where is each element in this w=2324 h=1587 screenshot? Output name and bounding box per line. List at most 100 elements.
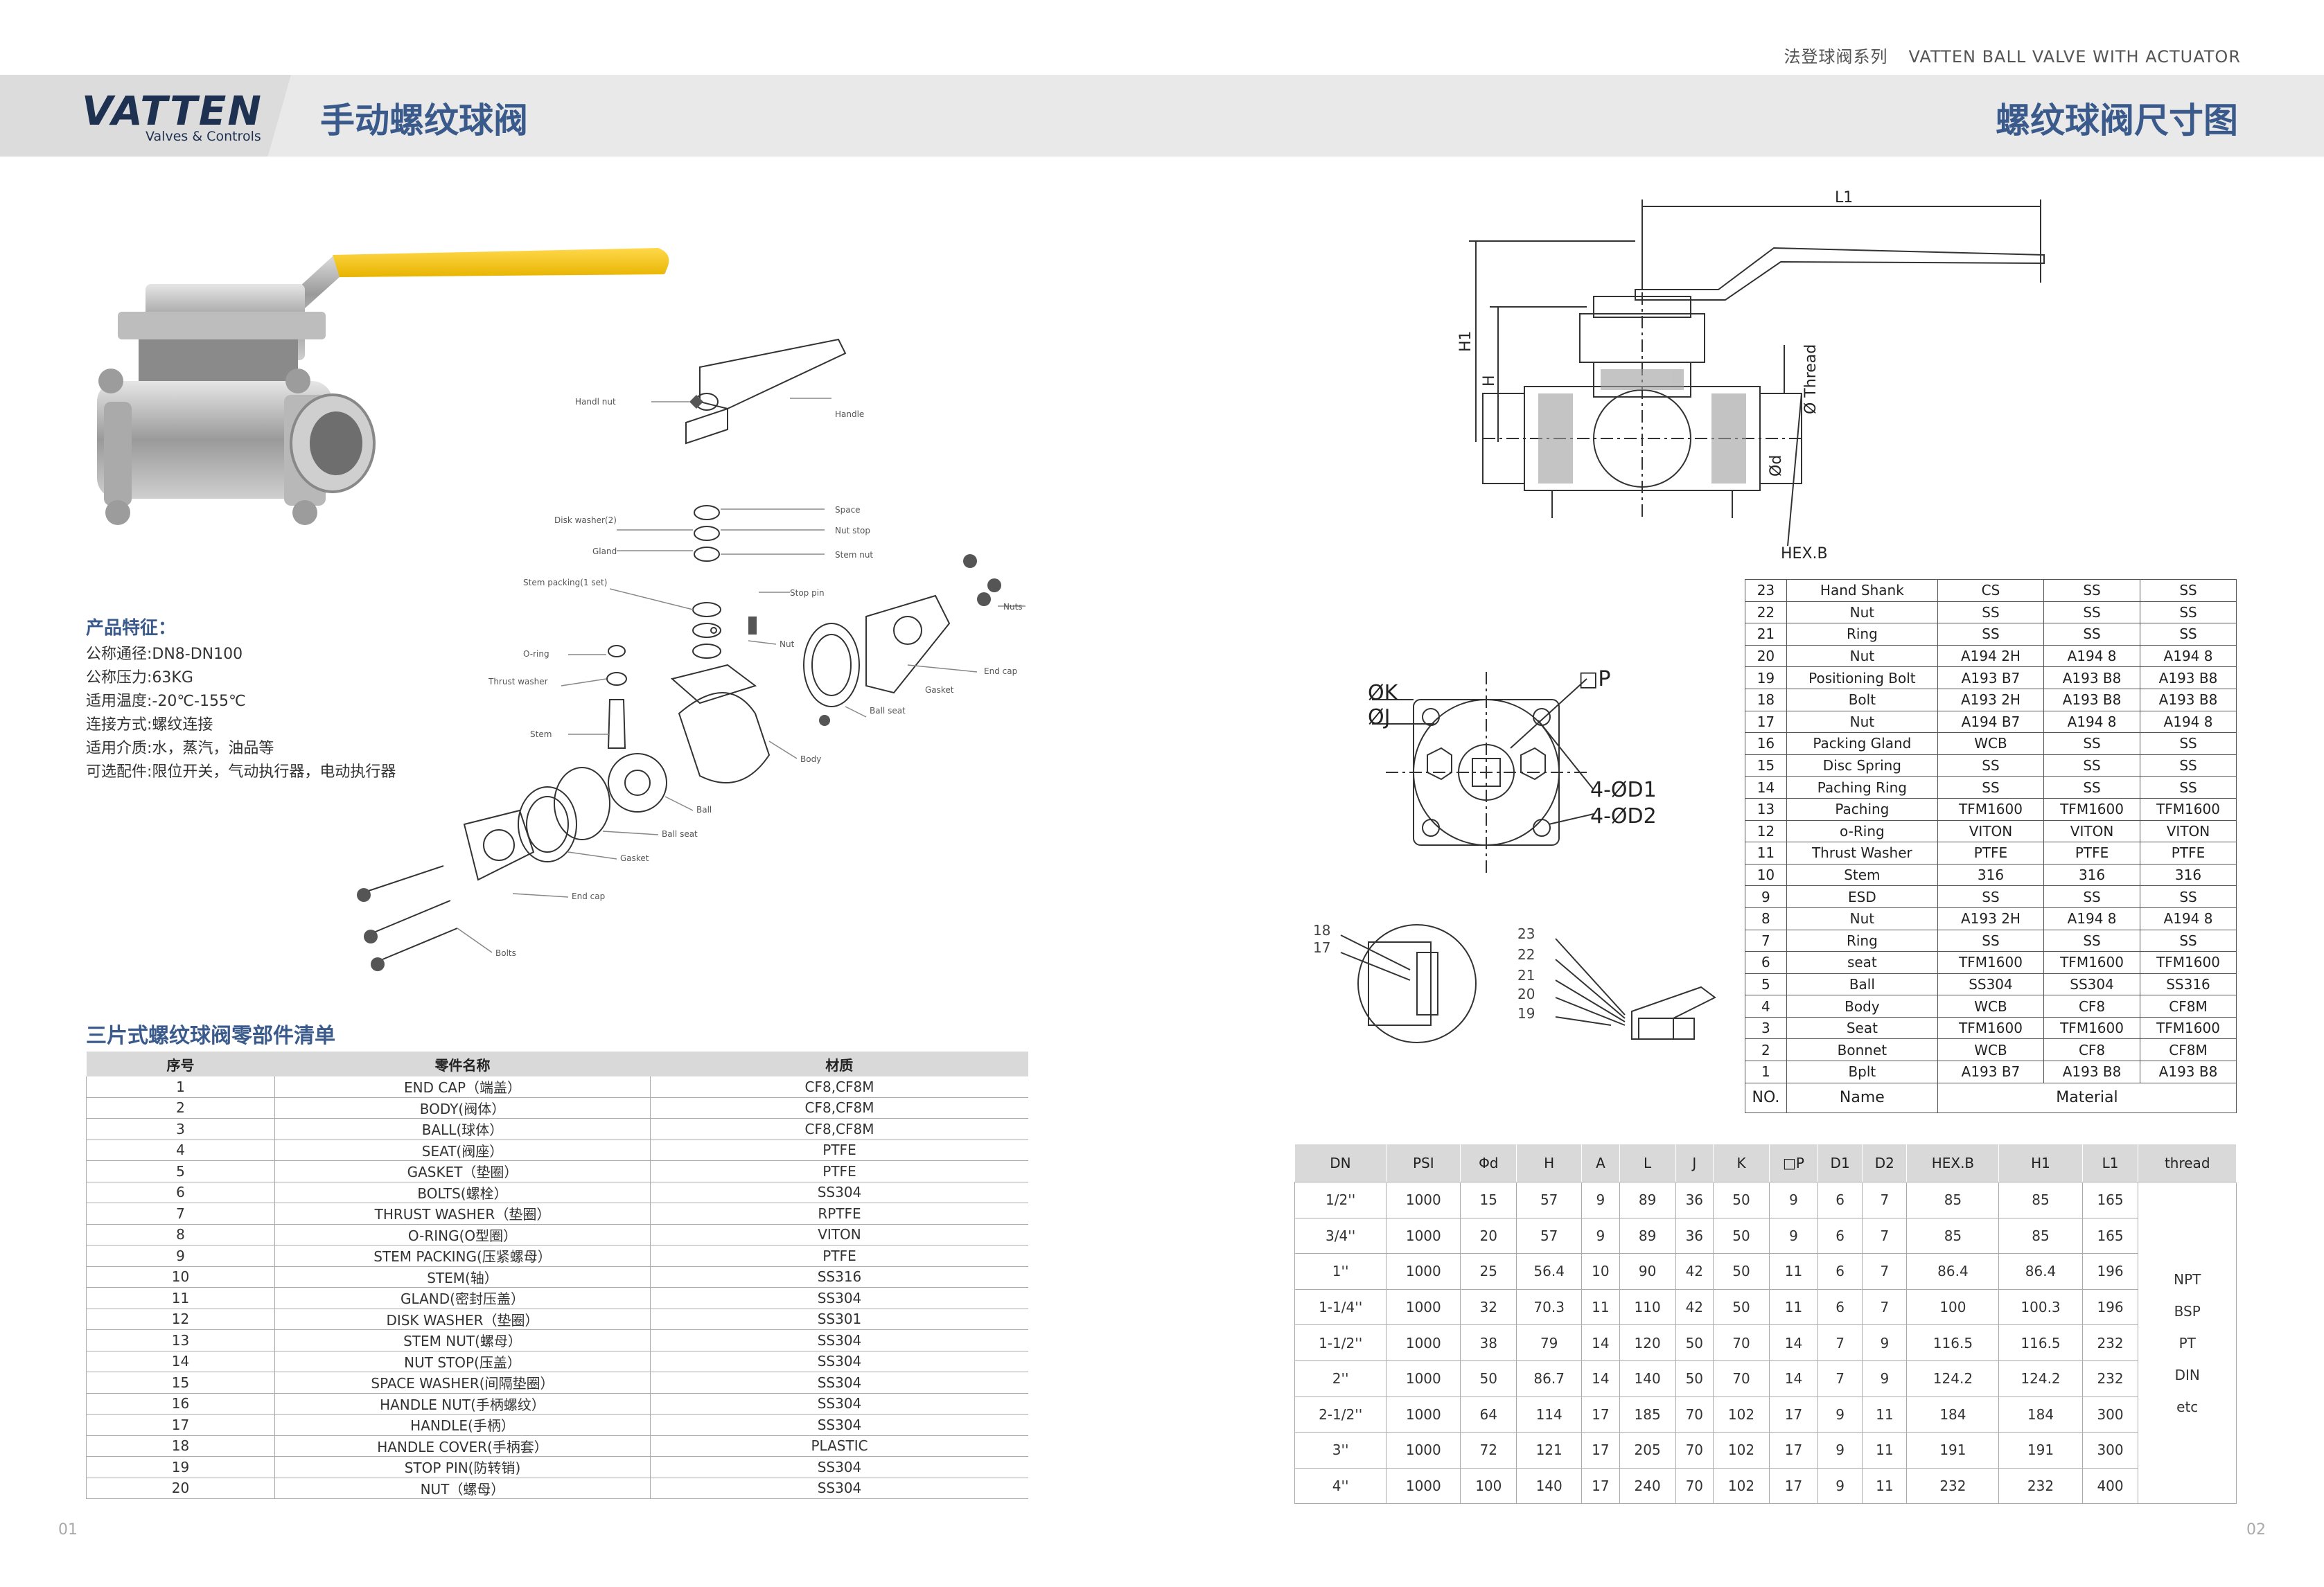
table-cell: Nut: [1786, 601, 1938, 624]
table-cell: 17: [1745, 710, 1787, 734]
table-cell: 17: [1581, 1432, 1620, 1469]
table-cell: STEM(轴）: [274, 1266, 651, 1288]
table-cell: SS: [2140, 579, 2237, 602]
table-cell: 42: [1675, 1288, 1714, 1326]
table-cell: 50: [1675, 1324, 1714, 1361]
table-cell: 14: [1581, 1360, 1620, 1397]
table-cell: 9: [1817, 1432, 1863, 1469]
table-cell: 11: [1768, 1253, 1819, 1290]
table-cell: 11: [86, 1287, 275, 1309]
table-cell: O-RING(O型圈）: [274, 1224, 651, 1245]
table-cell: VITON: [1937, 819, 2045, 843]
dim-d1: 4-ØD1: [1590, 778, 1657, 802]
table-cell: 1/2'': [1294, 1182, 1387, 1218]
dim-hex: HEX.B: [1781, 545, 1828, 562]
table-cell: Paching: [1786, 797, 1938, 821]
table-cell: 64: [1460, 1396, 1517, 1433]
table-cell: GASKET（垫圈）: [274, 1160, 651, 1182]
table-cell: 5: [1745, 973, 1787, 996]
table-cell: 300: [2081, 1396, 2139, 1433]
table-cell: A194 2H: [1937, 644, 2045, 668]
column-header: H1: [1998, 1144, 2083, 1182]
dim-j: ØJ: [1368, 705, 1390, 729]
table-cell: GLAND(密封压盖）: [274, 1287, 651, 1309]
right-page-title: 螺纹球阀尺寸图: [1996, 100, 2238, 141]
table-cell: A193 2H: [1937, 688, 2045, 711]
table-cell: SS: [1937, 885, 2045, 908]
table-cell: 6: [1817, 1182, 1863, 1218]
table-cell: 3: [1745, 1016, 1787, 1040]
table-cell: 121: [1516, 1432, 1583, 1469]
table-cell: 10: [86, 1266, 275, 1288]
table-cell: 15: [86, 1372, 275, 1394]
table-cell: 18: [86, 1435, 275, 1457]
table-cell: 100: [1460, 1467, 1517, 1505]
table-cell: 86.4: [1998, 1253, 2083, 1290]
callout-17: 17: [1313, 939, 1330, 956]
table-cell: 57: [1516, 1182, 1583, 1218]
table-cell: 110: [1619, 1288, 1676, 1326]
table-cell: 85: [1906, 1217, 2000, 1254]
table-cell: 165: [2081, 1217, 2139, 1254]
table-cell: 232: [2081, 1324, 2139, 1361]
table-cell: SS304: [2043, 973, 2141, 996]
column-header: K: [1713, 1144, 1770, 1182]
table-cell: A194 8: [2140, 907, 2237, 930]
table-cell: 6: [86, 1182, 275, 1203]
table-cell: 1-1/2'': [1294, 1324, 1387, 1361]
label-disk-washer: Disk washer(2): [554, 515, 617, 525]
table-cell: 14: [1768, 1324, 1819, 1361]
table-cell: SS: [2140, 732, 2237, 755]
table-cell: 17: [1768, 1432, 1819, 1469]
table-cell: 1-1/4'': [1294, 1288, 1387, 1326]
table-cell: 17: [86, 1414, 275, 1436]
table-cell: SS: [2140, 623, 2237, 646]
table-cell: 20: [86, 1478, 275, 1499]
table-cell: SS: [1937, 929, 2045, 952]
table-cell: CF8M: [2140, 1038, 2237, 1062]
label-bolts: Bolts: [495, 948, 516, 958]
table-cell: o-Ring: [1786, 819, 1938, 843]
callout-20: 20: [1517, 986, 1535, 1002]
table-cell: SS304: [650, 1329, 1028, 1351]
table-cell: 1000: [1386, 1467, 1461, 1505]
dim-h1: H1: [1457, 330, 1474, 352]
table-cell: STEM PACKING(压紧螺母）: [274, 1245, 651, 1267]
table-cell: 7: [1817, 1360, 1863, 1397]
label-ball-seat-bottom: Ball seat: [662, 829, 698, 839]
table-cell: Paching Ring: [1786, 776, 1938, 799]
table-cell: 116.5: [1906, 1324, 2000, 1361]
label-stem-packing: Stem packing(1 set): [523, 578, 607, 587]
table-cell: Hand Shank: [1786, 579, 1938, 602]
thread-type: DIN: [2174, 1366, 2200, 1383]
product-features: 产品特征： 公称通径:DN8-DN100 公称压力:63KG 适用温度:-20℃…: [86, 617, 396, 784]
table-cell: END CAP（端盖）: [274, 1076, 651, 1098]
table-cell: SS304: [1937, 973, 2045, 996]
table-cell: A193 B8: [2140, 666, 2237, 689]
table-cell: TFM1600: [1937, 1016, 2045, 1040]
table-cell: CF8,CF8M: [650, 1076, 1028, 1098]
table-cell: SS: [2140, 776, 2237, 799]
table-cell: THRUST WASHER（垫圈）: [274, 1203, 651, 1225]
column-header: L: [1619, 1144, 1676, 1182]
table-cell: 89: [1619, 1217, 1676, 1254]
table-cell: WCB: [1937, 1038, 2045, 1062]
table-cell: NUT STOP(压盖）: [274, 1351, 651, 1372]
table-cell: 16: [86, 1393, 275, 1415]
table-cell: 116.5: [1998, 1324, 2083, 1361]
table-cell: 300: [2081, 1432, 2139, 1469]
feature-item: 适用介质:水，蒸汽，油品等: [86, 740, 274, 757]
thread-type: BSP: [2174, 1302, 2201, 1320]
feature-item: 适用温度:-20℃-155℃: [86, 693, 246, 710]
feature-item: 可选配件:限位开关，气动执行器，电动执行器: [86, 763, 396, 781]
table-cell: 72: [1460, 1432, 1517, 1469]
